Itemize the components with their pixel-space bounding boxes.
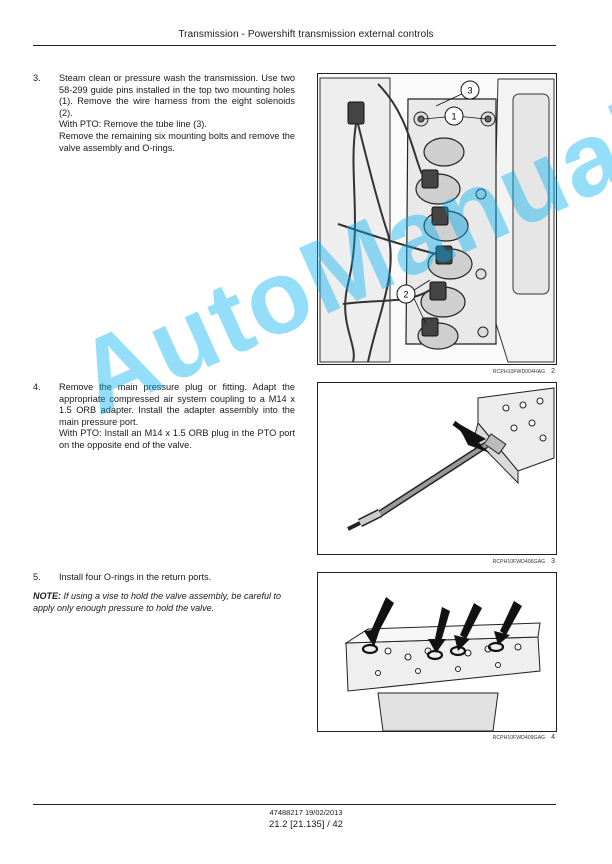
step-text: Remove the remaining six mounting bolts … — [59, 130, 295, 153]
callout-3: 3 — [467, 86, 472, 96]
footer-rule — [33, 804, 556, 805]
callout-1: 1 — [451, 112, 456, 122]
step-number: 3. — [33, 73, 41, 83]
step-3: 3. Steam clean or pressure wash the tran… — [33, 73, 295, 154]
footer-document-code: 47488217 19/02/2013 — [269, 808, 343, 817]
figure-caption: RCPH10FWD406GAG 3 — [440, 558, 555, 565]
step-5: 5. Install four O-rings in the return po… — [33, 572, 295, 584]
figure-number: 2 — [551, 368, 555, 375]
header-rule — [33, 45, 556, 46]
figure-o-rings — [317, 572, 557, 732]
footer-page-number: 21.2 [21.135] / 42 — [269, 819, 343, 830]
figure-pressure-adapter — [317, 382, 557, 555]
figure-valve-assembly: 3 1 2 — [317, 73, 557, 365]
o-rings-illustration — [344, 597, 541, 731]
step-number: 4. — [33, 382, 41, 392]
figure-code: RCPH10FWD409GAG — [492, 735, 546, 741]
figure-number: 3 — [551, 558, 555, 565]
figure-code: RCPH10FWD004HAG — [492, 369, 546, 375]
step-text: Install four O-rings in the return ports… — [59, 572, 212, 582]
callout-2: 2 — [403, 290, 408, 300]
note: NOTE: If using a vise to hold the valve … — [33, 590, 298, 614]
figure-code: RCPH10FWD406GAG — [492, 559, 546, 565]
figure-caption: RCPH10FWD004HAG 2 — [440, 368, 555, 375]
figure-number: 4 — [551, 734, 555, 741]
step-text: Steam clean or pressure wash the transmi… — [59, 73, 295, 118]
step-4: 4. Remove the main pressure plug or fitt… — [33, 382, 295, 452]
step-text: With PTO: Remove the tube line (3). — [59, 119, 207, 130]
note-label: NOTE: — [33, 591, 61, 601]
step-text: With PTO: Install an M14 x 1.5 ORB plug … — [59, 428, 295, 450]
page-header-title: Transmission - Powershift transmission e… — [178, 29, 434, 40]
figure-caption: RCPH10FWD409GAG 4 — [440, 734, 555, 741]
valve-assembly-illustration: 3 1 2 — [318, 74, 556, 364]
note-text: If using a vise to hold the valve assemb… — [33, 591, 281, 613]
pressure-adapter-illustration — [347, 387, 555, 531]
step-number: 5. — [33, 572, 41, 582]
step-text: Remove the main pressure plug or fitting… — [59, 382, 295, 427]
